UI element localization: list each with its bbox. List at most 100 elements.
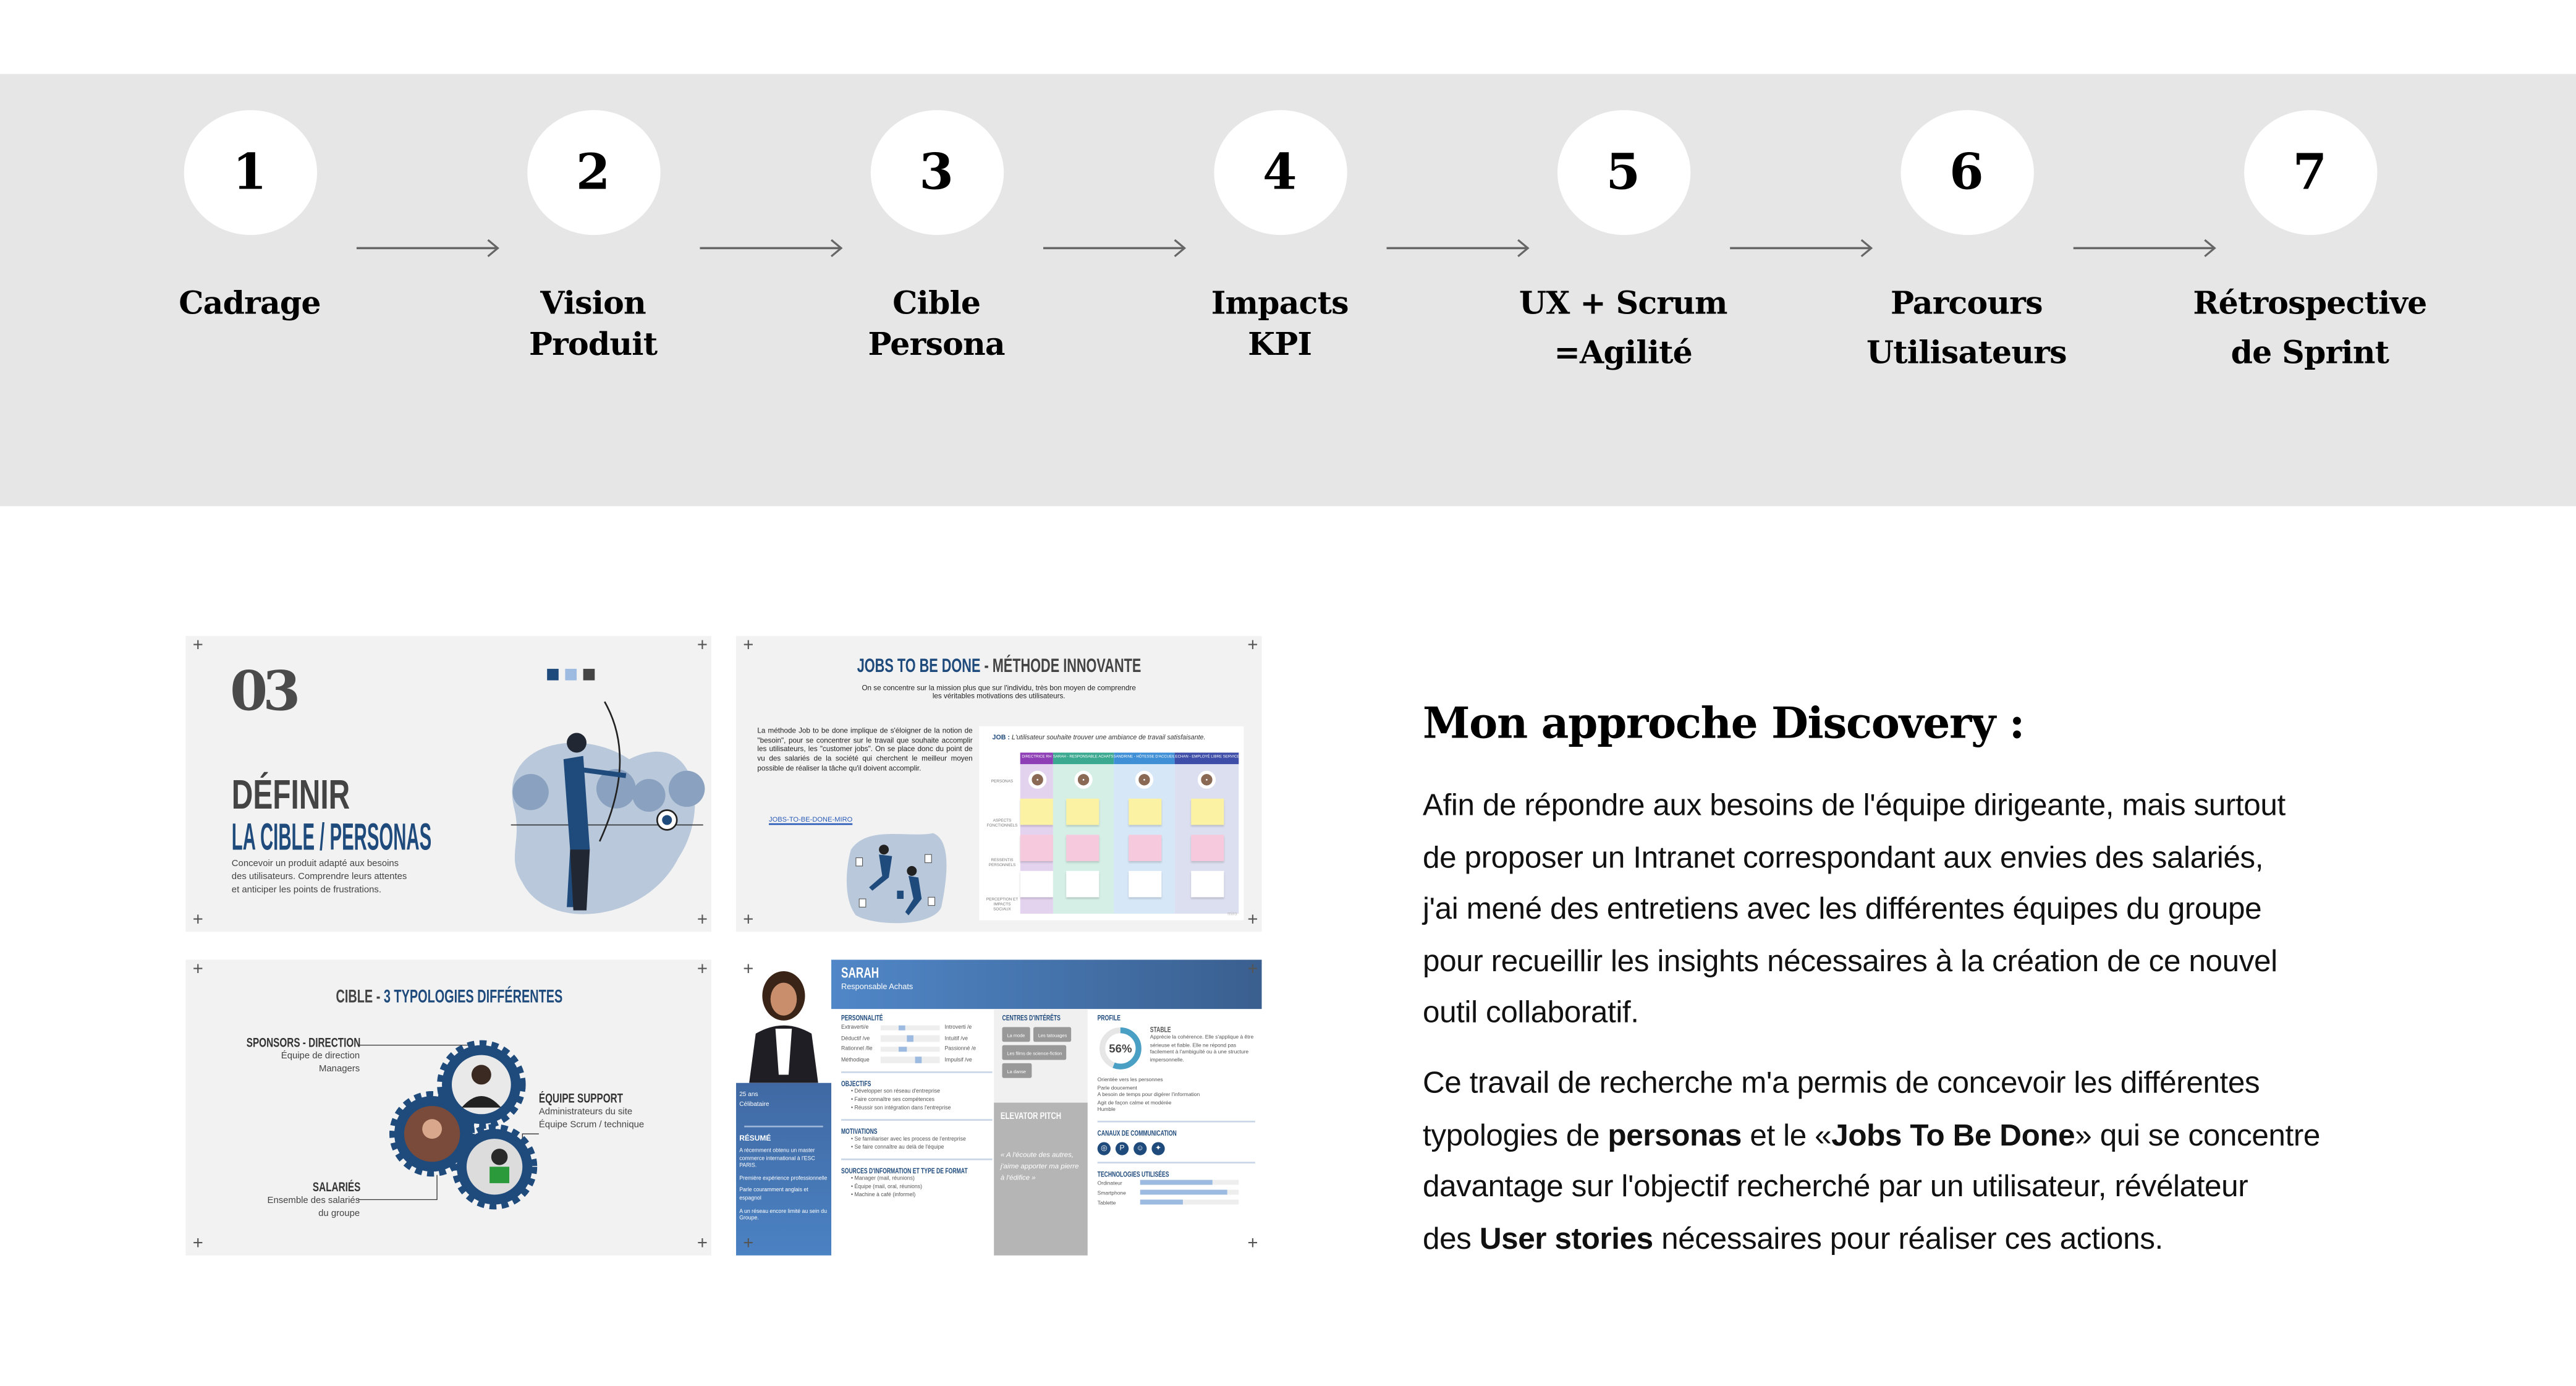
- crosshair-icon: +: [743, 1234, 754, 1254]
- crosshair-icon: +: [697, 910, 708, 930]
- avatar: [1074, 770, 1093, 789]
- bold-text: User stories: [1479, 1220, 1653, 1255]
- crosshair-icon: +: [192, 636, 203, 656]
- text-line: Afin de répondre aux besoins de l'équipe…: [1423, 787, 2286, 822]
- arrow-right-icon: [1043, 237, 1188, 260]
- trait-item: Agit de façon calme et modérée: [1097, 1099, 1172, 1105]
- text: des: [1423, 1220, 1480, 1255]
- section-title: ELEVATOR PITCH: [1000, 1112, 1062, 1123]
- section-title: OBJECTIFS: [841, 1079, 871, 1088]
- arrow-right-icon: [1386, 237, 1532, 260]
- crosshair-icon: +: [697, 636, 708, 656]
- group-support: ÉQUIPE SUPPORT Administrateurs du site É…: [539, 1091, 656, 1132]
- tech-name: Ordinateur: [1097, 1179, 1122, 1186]
- slider-thumb: [905, 1035, 913, 1041]
- column-header: DIRECTRICE RH: [1020, 752, 1053, 765]
- step-label-line: Parcours: [1890, 286, 2043, 323]
- description-line: Concevoir un produit adapté aux besoins: [231, 859, 399, 870]
- pinterest-icon[interactable]: P: [1115, 1141, 1129, 1155]
- miro-link[interactable]: JOBS-TO-BE-DONE-MIRO: [769, 815, 853, 823]
- tech-bar: Ordinateur: [1098, 1178, 1255, 1188]
- discovery-paragraph-2: Ce travail de recherche m'a permis de co…: [1423, 1057, 2474, 1264]
- slider-track: [880, 1045, 940, 1052]
- snapchat-icon[interactable]: ☺: [1133, 1141, 1147, 1155]
- sticky-note: [1190, 870, 1224, 898]
- persona-status: Célibataire: [739, 1100, 769, 1108]
- arrow-right-icon: [356, 237, 501, 260]
- resume-item: Première expérience professionnelle: [739, 1175, 828, 1181]
- group-line: Managers: [319, 1065, 360, 1075]
- sticky-note: [1127, 870, 1161, 898]
- bar-track: [1140, 1189, 1239, 1195]
- trait-item: Parle doucement: [1097, 1084, 1137, 1091]
- sticky-note: [1067, 835, 1100, 861]
- resume-title: RÉSUMÉ: [739, 1134, 771, 1142]
- step-label-line: KPI: [1248, 326, 1312, 364]
- slide-definir[interactable]: 03 DÉFINIR LA CIBLE / PERSONAS Concevoir…: [185, 636, 712, 932]
- step-label-line: UX + Scrum: [1519, 286, 1728, 323]
- step-number: 7: [2243, 110, 2377, 236]
- gears-illustration: [358, 1040, 539, 1210]
- miro-board[interactable]: JOB : L'utilisateur souhaite trouver une…: [979, 726, 1244, 920]
- step-label-line: Persona: [868, 326, 1005, 364]
- crosshair-icon: +: [192, 1234, 203, 1254]
- slider-track: [880, 1057, 940, 1063]
- interest-tag: La danse: [1002, 1063, 1032, 1078]
- board-job: JOB : L'utilisateur souhaite trouver une…: [993, 733, 1206, 741]
- step-number: 4: [1213, 110, 1347, 236]
- bar-track: [1140, 1199, 1239, 1205]
- intro-line: On se concentre sur la mission plus que …: [862, 683, 1136, 692]
- pitch-text: « A l'écoute des autres, j'aime apporter…: [1000, 1150, 1079, 1182]
- step-number: 3: [870, 110, 1003, 236]
- step-label-line: Cible: [892, 286, 981, 323]
- source-item: • Manager (mail, réunions): [850, 1175, 915, 1182]
- trait-right: Impulsif /ve: [944, 1056, 972, 1063]
- title-part: MÉTHODE INNOVANTE: [992, 653, 1141, 678]
- crosshair-icon: +: [1247, 636, 1258, 656]
- miro-watermark: miro: [1227, 910, 1237, 917]
- slide-description: Concevoir un produit adapté aux besoins …: [232, 858, 407, 898]
- arrow-right-icon: [700, 237, 844, 260]
- motivation-item: • Se familiariser avec les process de l'…: [850, 1135, 966, 1142]
- sticky-note: [1067, 870, 1100, 898]
- step-number: 6: [1900, 110, 2033, 236]
- sticky-note: [1067, 798, 1100, 825]
- step-number: 1: [183, 110, 316, 236]
- slide-subtitle: LA CIBLE / PERSONAS: [231, 815, 432, 858]
- persona-role: Responsable Achats: [841, 984, 913, 993]
- text-line: Ce travail de recherche m'a permis de co…: [1423, 1065, 2260, 1100]
- slider-thumb: [898, 1024, 906, 1031]
- slide-persona[interactable]: 25 ans Célibataire RÉSUMÉ A récemment ob…: [735, 959, 1262, 1256]
- slide-body: La méthode Job to be done implique de s'…: [757, 726, 973, 772]
- trait-item: A besoin de temps pour digérer l'informa…: [1097, 1091, 1200, 1098]
- group-line: Administrateurs du site: [538, 1107, 633, 1118]
- job-text: L'utilisateur souhaite trouver une ambia…: [1011, 733, 1206, 741]
- twitter-icon[interactable]: ✦: [1151, 1141, 1165, 1155]
- objective-item: • Faire connaître ses compétences: [850, 1096, 935, 1103]
- tech-name: Smartphone: [1097, 1189, 1126, 1196]
- profile-text: Apprécie la cohérence. Elle s'applique à…: [1150, 1034, 1254, 1063]
- slide-cible[interactable]: CIBLE - 3 TYPOLOGIES DIFFÉRENTES SPONSOR…: [185, 959, 712, 1256]
- resume-item: Parle couramment anglais et espagnol: [739, 1187, 808, 1202]
- slide-jobs-to-be-done[interactable]: JOBS TO BE DONE - MÉTHODE INNOVANTE On s…: [735, 636, 1262, 932]
- step-label: UX + Scrum=Agilité: [1492, 284, 1755, 375]
- crosshair-icon: +: [1247, 1234, 1258, 1254]
- title-part: CIBLE -: [335, 987, 383, 1008]
- group-line: Équipe Scrum / technique: [538, 1120, 645, 1131]
- slider-track: [880, 1024, 940, 1031]
- board-row-label: PERCEPTION ET IMPACTS SOCIAUX: [986, 897, 1019, 912]
- instagram-icon[interactable]: ◎: [1097, 1141, 1111, 1155]
- step-label-line: Utilisateurs: [1866, 335, 2067, 372]
- interest-tag: La mode: [1002, 1027, 1030, 1042]
- description-line: des utilisateurs. Comprendre leurs atten…: [231, 872, 407, 883]
- step-label-line: Produit: [528, 326, 658, 364]
- slide-number: 03: [230, 658, 300, 723]
